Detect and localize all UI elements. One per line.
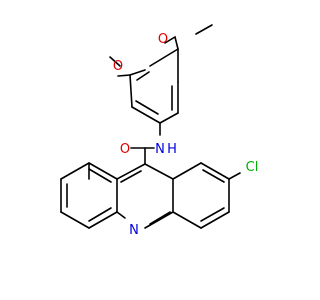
chlorine-label: Cl: [246, 160, 259, 175]
molecule-structure: O O O N H N Cl: [60, 24, 258, 238]
bond-lines: [60, 24, 241, 229]
amide-nitrogen-label: N: [155, 142, 165, 157]
methoxy-oxygen-label: O: [158, 32, 168, 47]
atom-labels: O O O N H N Cl: [113, 32, 258, 238]
quinoline-nitrogen-label: N: [129, 223, 139, 238]
carbonyl-oxygen-label: O: [120, 142, 130, 157]
amide-hydrogen-label: H: [167, 142, 177, 157]
methoxy-oxygen-label: O: [113, 59, 123, 74]
